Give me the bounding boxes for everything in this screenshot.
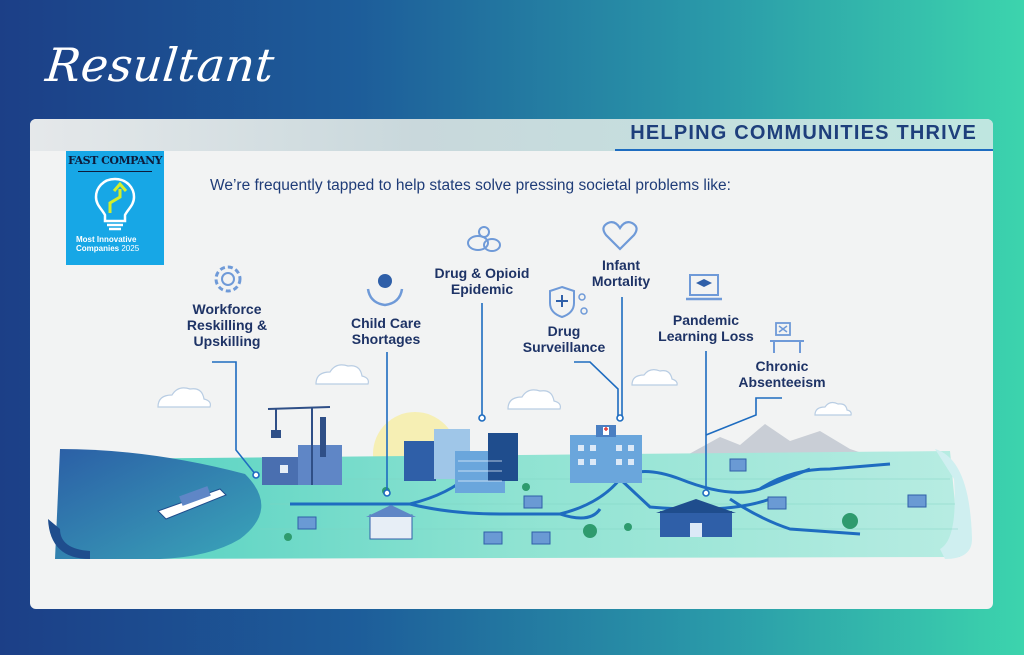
- title-underline: [615, 149, 993, 151]
- map-curl-right: [935, 449, 972, 559]
- topic-absenteeism-line-2: Absenteeism: [738, 374, 826, 390]
- topic-workforce: Workforce Reskilling & Upskilling: [170, 301, 284, 349]
- badge-line-2: Companies 2025: [76, 244, 160, 253]
- topic-pandemic-line-1: Pandemic: [672, 312, 740, 328]
- page-title: HELPING COMMUNITIES THRIVE: [630, 122, 977, 144]
- badge-divider: [78, 171, 152, 172]
- heart-icon: [602, 221, 638, 251]
- topic-workforce-line-1: Workforce: [192, 301, 262, 317]
- badge-line-1: Most Innovative: [76, 235, 137, 244]
- badge-brand: FAST COMPANY: [67, 154, 163, 167]
- lightbulb-arrow-icon: [94, 177, 136, 231]
- house: [297, 458, 927, 545]
- topic-workforce-line-3: Upskilling: [193, 333, 261, 349]
- mountains: [680, 424, 880, 459]
- badge-year: 2025: [121, 244, 140, 253]
- topic-child-care: Child Care Shortages: [336, 315, 436, 347]
- harbor-water: [55, 449, 262, 559]
- panel-header-bar: HELPING COMMUNITIES THRIVE: [30, 119, 993, 151]
- topic-drug-surveillance-line-2: Surveillance: [522, 339, 606, 355]
- topic-child-care-line-2: Shortages: [351, 331, 421, 347]
- office-towers: [404, 429, 518, 493]
- topic-pandemic: Pandemic Learning Loss: [646, 312, 766, 344]
- school-building: [656, 499, 736, 537]
- intro-text: We’re frequently tapped to help states s…: [210, 177, 731, 194]
- callout-dots: [252, 414, 710, 497]
- callout-lines: [212, 297, 782, 493]
- cargo-ship: [157, 486, 227, 520]
- topic-infant-mortality-line-2: Mortality: [591, 273, 651, 289]
- topic-child-care-line-1: Child Care: [350, 315, 421, 331]
- topic-drug-opioid: Drug & Opioid Epidemic: [422, 265, 542, 297]
- cloud: [157, 364, 852, 416]
- topic-drug-surveillance: Drug Surveillance: [506, 323, 622, 355]
- shield-network-icon: [549, 285, 588, 319]
- topic-infant-mortality: Infant Mortality: [576, 257, 666, 289]
- hospital: [570, 425, 642, 483]
- topic-pandemic-line-2: Learning Loss: [658, 328, 754, 344]
- topic-workforce-line-2: Reskilling &: [186, 317, 268, 333]
- resultant-logo: Resultant: [43, 38, 278, 92]
- gear-icon: [214, 265, 242, 293]
- topic-absenteeism-line-1: Chronic: [755, 358, 809, 374]
- topic-absenteeism: Chronic Absenteeism: [724, 358, 840, 390]
- child-in-hands-icon: [366, 274, 404, 307]
- city-illustration: [48, 297, 972, 559]
- badge-line-2-text: Companies: [76, 244, 120, 253]
- empty-desk-icon: [770, 322, 804, 353]
- childcare-building: [366, 505, 416, 540]
- pills-icon: [467, 226, 501, 252]
- crane: [267, 406, 331, 485]
- infographic-panel: HELPING COMMUNITIES THRIVE FAST COMPANY …: [30, 119, 993, 609]
- topic-infant-mortality-line-1: Infant: [601, 257, 641, 273]
- topic-drug-opioid-line-2: Epidemic: [450, 281, 514, 297]
- laptop-graduation-icon: [686, 274, 722, 301]
- topic-drug-opioid-line-1: Drug & Opioid: [434, 265, 530, 281]
- fast-company-badge: FAST COMPANY Most Innovative Companies 2…: [66, 151, 164, 265]
- badge-caption: Most Innovative Companies 2025: [76, 235, 160, 253]
- topic-drug-surveillance-line-1: Drug: [547, 323, 581, 339]
- map-curl-left: [48, 519, 90, 559]
- factory: [262, 417, 342, 485]
